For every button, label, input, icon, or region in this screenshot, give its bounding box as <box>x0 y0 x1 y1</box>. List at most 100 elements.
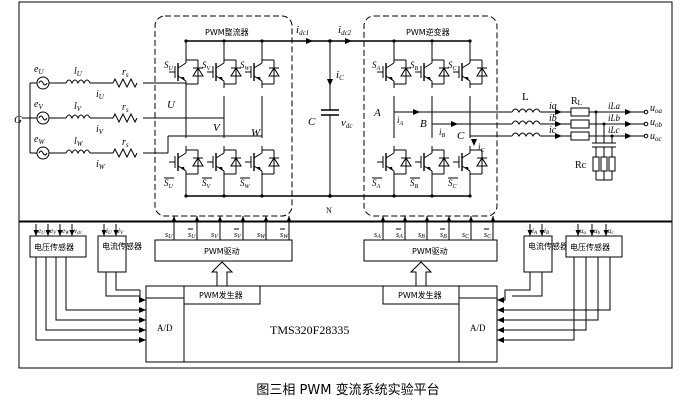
current-sensor-left <box>97 235 127 273</box>
svg-text:iLc: iLc <box>608 125 620 135</box>
load-resistor-b <box>570 119 590 129</box>
svg-text:ua: ua <box>580 227 587 236</box>
svg-text:Rc: Rc <box>575 160 587 171</box>
svg-text:RL: RL <box>571 96 582 107</box>
svg-text:PWM发生器: PWM发生器 <box>199 290 243 300</box>
svg-text:lV: lV <box>74 101 82 113</box>
svg-text:ic: ic <box>549 125 557 136</box>
load-resistor-a <box>570 107 590 117</box>
svg-text:A/D: A/D <box>470 323 486 333</box>
output-filter: L ia ib ic RL iLa iLb iLc uoa uob uoc <box>511 91 663 181</box>
inverter-switch-bottom-0 <box>377 146 412 178</box>
pwm-driver-left <box>154 239 293 262</box>
svg-text:SW: SW <box>240 60 251 72</box>
svg-text:iC: iC <box>478 142 486 154</box>
svg-text:iA: iA <box>397 115 404 127</box>
inductor-v-icon <box>65 114 91 120</box>
svg-text:sW: sW <box>280 230 289 240</box>
svg-text:SU: SU <box>164 178 174 190</box>
svg-text:sU: sU <box>165 230 173 240</box>
rectifier-switch-top-2 <box>245 56 280 88</box>
svg-text:SB: SB <box>410 60 419 72</box>
svg-text:SU: SU <box>164 60 174 72</box>
svg-text:sW: sW <box>257 230 266 240</box>
figure-caption: 图三相 PWM 变流系统实验平台 <box>256 383 440 398</box>
current-sensor-right <box>523 235 553 273</box>
inverter-switch-bottom-1 <box>415 146 450 178</box>
svg-text:rs: rs <box>122 102 129 114</box>
ground-label: G <box>14 114 22 126</box>
rectifier-switch-bottom-2 <box>245 146 280 178</box>
three-phase-source: G eU eV eW lU lV lW rs rs <box>14 64 138 171</box>
svg-text:lU: lU <box>74 66 83 78</box>
rectifier-switch-bottom-1 <box>207 146 242 178</box>
svg-text:iU: iU <box>96 89 105 101</box>
inductor-w-icon <box>65 149 91 155</box>
svg-text:SC: SC <box>448 60 458 72</box>
svg-text:iW: iW <box>96 159 106 171</box>
ad-left-block <box>145 297 185 363</box>
node-w-label: W <box>251 127 261 139</box>
svg-text:rs: rs <box>122 137 129 149</box>
damping-resistor-c <box>608 156 616 172</box>
svg-text:iB: iB <box>439 127 446 139</box>
svg-text:C: C <box>308 116 316 128</box>
svg-text:SV: SV <box>202 178 212 190</box>
dsp-label: TMS320F28335 <box>270 323 349 337</box>
damping-resistor-b <box>600 156 608 172</box>
svg-text:eV: eV <box>50 227 57 236</box>
inverter-switch-top-0 <box>377 56 412 88</box>
pwm-gen-left-block <box>183 285 261 305</box>
svg-text:PWM驱动: PWM驱动 <box>204 246 240 256</box>
svg-text:vdc: vdc <box>341 117 353 130</box>
svg-text:eW: eW <box>62 227 70 236</box>
svg-text:电压传感器: 电压传感器 <box>570 242 610 252</box>
inverter-boundary <box>363 15 498 217</box>
svg-text:eV: eV <box>34 99 43 111</box>
svg-text:idc1: idc1 <box>296 24 309 37</box>
svg-text:eU: eU <box>38 227 45 236</box>
inverter-title: PWM逆变器 <box>406 27 450 37</box>
inverter-switch-top-2 <box>453 56 488 88</box>
svg-text:SW: SW <box>240 178 251 190</box>
svg-text:uoc: uoc <box>650 131 663 143</box>
dc-link: idc1 idc2 iC C vdc N <box>296 24 368 215</box>
node-n-label: N <box>326 206 332 215</box>
svg-text:ia: ia <box>549 101 557 112</box>
load-resistor-c <box>570 131 590 141</box>
rectifier-boundary <box>154 15 293 217</box>
svg-text:SV: SV <box>202 60 212 72</box>
node-u-label: U <box>167 99 176 111</box>
damping-resistor-a <box>592 156 600 172</box>
sensor-wiring <box>35 257 611 343</box>
filter-inductor-b-icon <box>511 120 541 125</box>
svg-text:ub: ub <box>594 227 601 236</box>
resistor-v-icon <box>112 112 138 124</box>
svg-text:SA: SA <box>372 178 381 190</box>
filter-inductor-a-icon <box>511 108 541 113</box>
svg-text:lW: lW <box>74 136 84 148</box>
inverter-switch-bottom-2 <box>453 146 488 178</box>
control-stage-frame <box>18 221 673 369</box>
svg-text:ib: ib <box>549 113 557 124</box>
rectifier-switch-bottom-0 <box>169 146 204 178</box>
svg-text:SB: SB <box>410 178 419 190</box>
svg-text:PWM驱动: PWM驱动 <box>412 246 448 256</box>
svg-text:idc2: idc2 <box>338 24 352 37</box>
svg-text:sV: sV <box>234 230 242 240</box>
svg-text:uob: uob <box>650 117 663 129</box>
svg-text:电流传感器: 电流传感器 <box>528 241 568 251</box>
arrow-left-icon <box>210 261 234 286</box>
svg-text:iC: iC <box>336 69 344 82</box>
svg-text:vdc: vdc <box>74 227 83 236</box>
svg-text:sC: sC <box>484 230 492 240</box>
rectifier-title: PWM整流器 <box>205 27 249 37</box>
pwm-gen-right-block <box>382 285 460 305</box>
svg-text:uc: uc <box>608 227 615 236</box>
svg-text:iLb: iLb <box>608 113 621 123</box>
svg-text:sB: sB <box>440 230 447 240</box>
svg-text:A/D: A/D <box>157 323 173 333</box>
svg-text:sB: sB <box>418 230 425 240</box>
